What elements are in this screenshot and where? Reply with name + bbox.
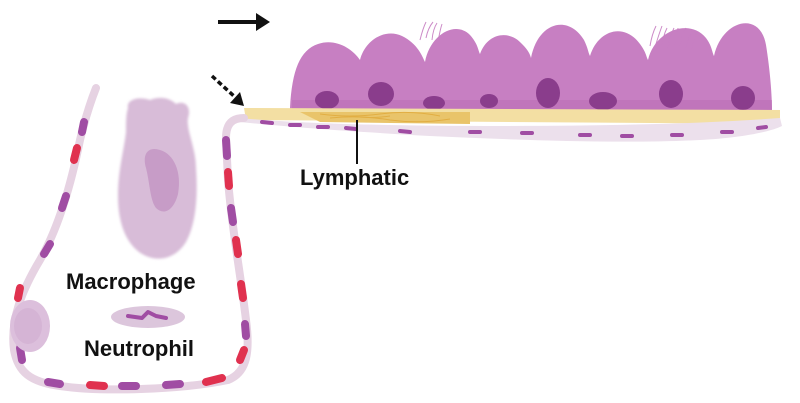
neutrophil-label: Neutrophil [84,336,194,361]
neutrophil-cell [111,306,185,328]
epithelium-layer [290,21,772,113]
wall-cell [10,300,50,352]
submucosa-dashes [260,120,768,138]
dashed-arrow-icon [210,74,244,106]
right-arrow-icon [218,13,270,31]
macrophage-label: Macrophage [66,269,196,294]
epithelial-nuclei [315,78,755,110]
submucosa-layer [240,118,782,142]
lymphatic-band [244,108,780,124]
lymphatic-label: Lymphatic [300,165,409,190]
macrophage-cell [118,97,197,259]
lymphatic-vessel [9,84,252,394]
